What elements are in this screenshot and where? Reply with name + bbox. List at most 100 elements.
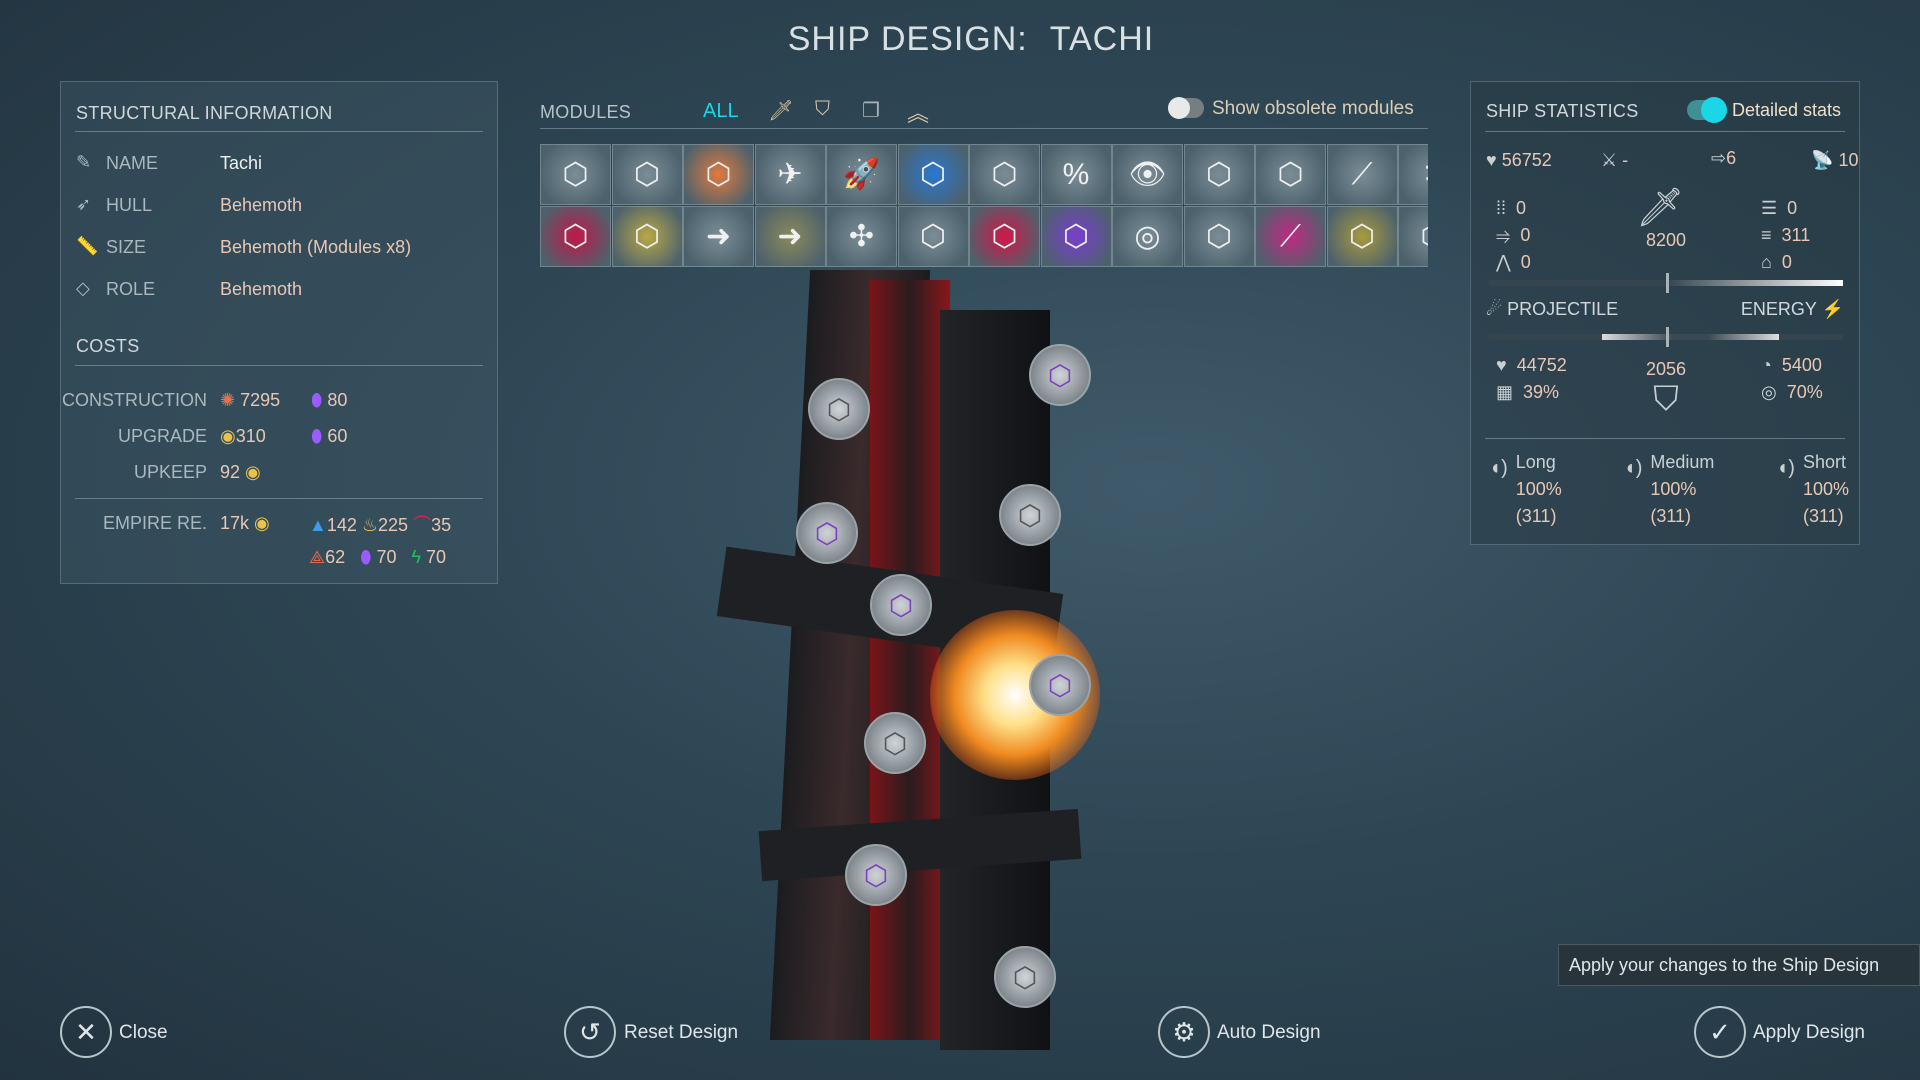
projectile-label: ☄ PROJECTILE [1486,299,1619,319]
ship-icon: ➶ [76,194,92,214]
module-armor-red[interactable]: ⬡ [540,206,611,267]
upgrade-label: UPGRADE [117,426,207,446]
module-repair-purple[interactable]: ⬡ [1040,206,1112,267]
shield-icon: ⛉ [1653,380,1679,418]
module-slot[interactable]: ⬡ [870,574,932,636]
auto-design-button[interactable]: ⚙ [1158,1006,1210,1058]
module-atom-1[interactable]: ⬡ [1255,144,1326,205]
detailed-stats-toggle[interactable] [1687,97,1727,123]
ship-model[interactable] [700,270,1220,1050]
module-move-white[interactable]: ➜ [683,206,754,267]
industry-icon: ✺ [220,390,236,410]
auto-design-label[interactable]: Auto Design [1217,1022,1321,1043]
apply-design-label[interactable]: Apply Design [1753,1022,1865,1043]
tag-icon: ◇ [76,278,90,298]
dust-icon: ◉ [254,513,270,533]
shield-ring-icon: ◎ [1761,382,1777,402]
reset-design-button[interactable]: ↺ [564,1006,616,1058]
module-slot[interactable]: ⬡ [796,502,858,564]
close-button[interactable]: ✕ [60,1006,112,1058]
module-percent[interactable]: % [1040,144,1112,205]
flak-icon: ⁞⁞ [1496,198,1507,218]
defense-filter-icon[interactable]: ⛉ [815,98,830,120]
crystal-icon: ⬮ [360,547,372,567]
invasion-stat: ⚔ - [1601,150,1629,170]
ship-name-title: TACHI [1049,20,1155,58]
module-projectile[interactable]: ⁙ [1398,144,1428,205]
module-sensor-3-red[interactable]: ⬡ [969,206,1040,267]
module-slot[interactable]: ⬡ [864,712,926,774]
upgrade-filter-icon[interactable]: ︽ [907,101,930,126]
crystal-icon: ⬮ [311,390,323,410]
module-eye[interactable]: 👁 [1112,144,1183,205]
filter-all-tab[interactable]: ALL [703,100,739,122]
apply-design-button[interactable]: ✓ [1694,1006,1746,1058]
module-shield-orange[interactable]: ⬡ [683,144,754,205]
module-grid: ⬡⬡⬡✈🚀⬡⬡%👁⬡⬡⟋⁙⬡⬡➜➜✣⬡⬡⬡◎⬡⟋⬡⬡ [540,144,1428,268]
module-sensor-2[interactable]: ⬡ [969,144,1040,205]
module-drone[interactable]: ✣ [826,206,897,267]
name-value[interactable]: Tachi [220,153,263,173]
close-icon: ✕ [75,1016,97,1047]
gear-icon: ⚙ [1172,1016,1196,1047]
heart-icon: ♥ [1486,150,1497,170]
speed-stat: ⇨6 [1711,148,1737,168]
module-slot[interactable]: ⬡ [999,484,1061,546]
module-laser-pink[interactable]: ⟋ [1255,206,1326,267]
module-energy-yellow[interactable]: ⬡ [1326,206,1398,267]
attack-left-stats: ⁞⁞ 0 ⥤ 0 ⋀ 0 [1496,198,1531,272]
obsolete-label: Show obsolete modules [1212,98,1414,119]
armor-icon: ▦ [1496,382,1514,402]
module-slot[interactable]: ⬡ [808,378,870,440]
defense-value: 2056 [1645,359,1687,379]
size-value: Behemoth (Modules x8) [220,237,412,257]
construction-crystal: ⬮ 80 [311,390,348,410]
obsolete-toggle[interactable] [1168,97,1204,119]
weapon-filter-icon[interactable]: 🗡 [768,100,794,122]
module-spiral[interactable]: ◎ [1112,206,1183,267]
module-orange[interactable]: ⬡ [1398,206,1428,267]
module-slot[interactable]: ⬡ [1029,654,1091,716]
role-value: Behemoth [220,279,303,299]
defense-balance-bar [1489,327,1843,347]
beam-icon: ☰ [1761,198,1778,218]
module-laser[interactable]: ⟋ [1326,144,1398,205]
module-slot[interactable]: ⬡ [994,946,1056,1008]
close-label[interactable]: Close [119,1022,168,1043]
hull-label: HULL [106,195,153,215]
detailed-stats-label: Detailed stats [1732,100,1842,120]
stats-heading: SHIP STATISTICS [1486,101,1639,121]
arrow-right-icon: ⇨ [1711,148,1727,168]
empire-resources-row2: ⟁62 ⬮ 70 ϟ 70 [309,547,447,567]
empire-label: EMPIRE RE. [102,513,207,533]
module-missile[interactable]: 🚀 [826,144,897,205]
support-filter-icon[interactable]: ❐ [862,100,880,122]
module-slot[interactable]: ⬡ [845,844,907,906]
role-label: ROLE [106,279,156,299]
module-slot[interactable]: ⬡ [1029,344,1091,406]
module-move-yellow[interactable]: ➜ [754,206,826,267]
module-fighters[interactable]: ✈ [754,144,826,205]
construction-label: CONSTRUCTION [62,390,207,410]
module-atom-2[interactable]: ⬡ [1183,206,1255,267]
fighter-icon: ⋀ [1496,252,1511,272]
energy-icon: ⚡ [1821,299,1844,319]
module-shield-yellow[interactable]: ⬡ [611,206,683,267]
reset-design-label[interactable]: Reset Design [624,1022,739,1043]
modules-heading: MODULES [540,102,632,122]
module-armor[interactable]: ⬡ [540,144,611,205]
module-shield[interactable]: ⬡ [611,144,683,205]
module-crew-blue[interactable]: ⬡ [897,144,969,205]
name-label: NAME [106,153,159,173]
dust-upkeep-icon: ◉ [245,462,261,482]
module-lab-2[interactable]: ⬡ [1183,144,1255,205]
defense-right-stats: ◔ 5400 ◎ 70% [1761,355,1823,402]
hp-stat: ♥ 56752 [1486,150,1552,170]
energy-label: ENERGY ⚡ [1740,299,1844,319]
hull-value: Behemoth [220,195,303,215]
reset-icon: ↺ [579,1016,601,1047]
module-sensor-2b[interactable]: ⬡ [897,206,969,267]
